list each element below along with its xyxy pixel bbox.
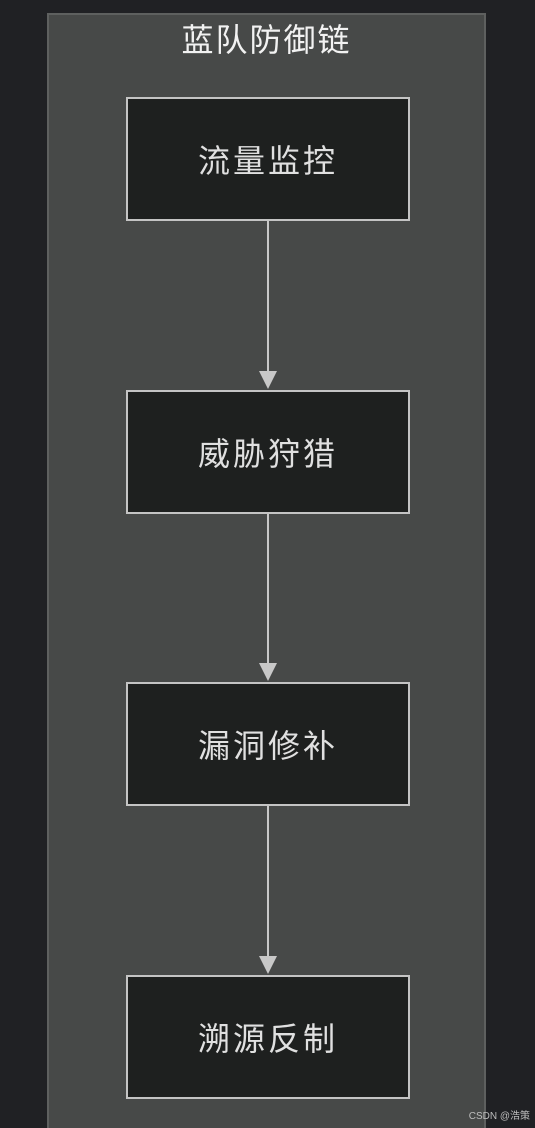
node-vulnerability-patching[interactable]: 漏洞修补 (126, 682, 410, 806)
watermark: CSDN @浩策 (468, 1111, 530, 1122)
subgraph-title: 蓝队防御链 (181, 21, 352, 59)
node-traceback-countermeasure[interactable]: 溯源反制 (126, 975, 410, 1099)
node-traffic-monitoring[interactable]: 流量监控 (126, 97, 410, 221)
node-label: 溯源反制 (197, 1020, 338, 1058)
node-label: 流量监控 (197, 142, 338, 180)
node-label: 威胁狩猎 (197, 435, 338, 473)
node-threat-hunting[interactable]: 威胁狩猎 (126, 390, 410, 514)
node-label: 漏洞修补 (197, 727, 338, 765)
